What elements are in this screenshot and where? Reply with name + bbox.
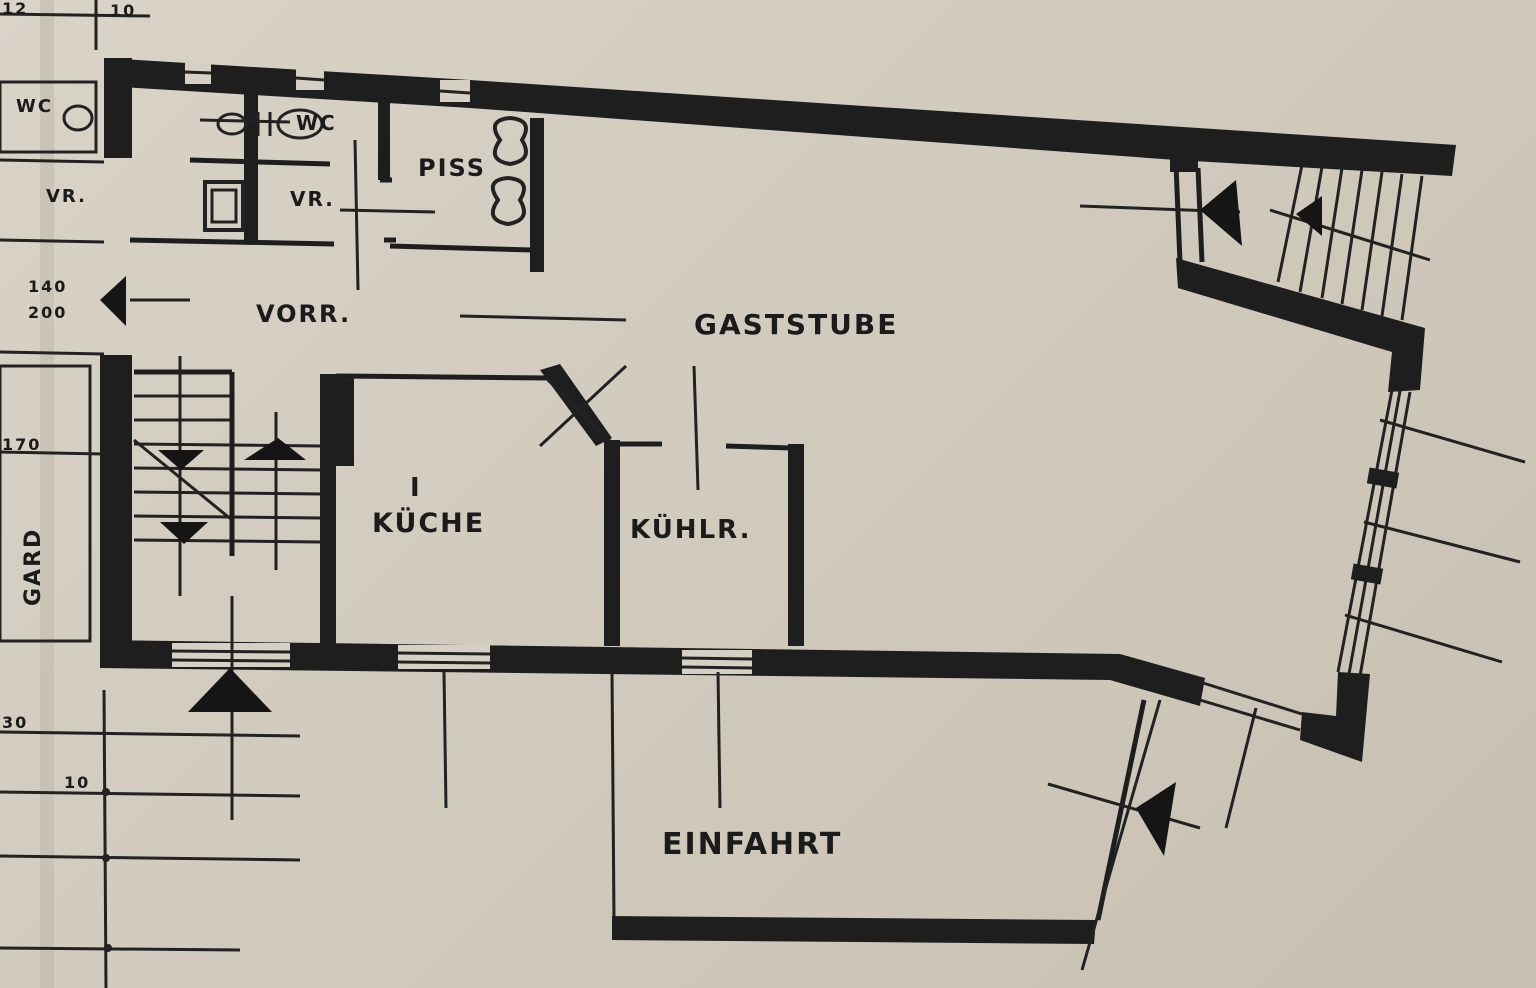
dimension-lines	[0, 0, 301, 988]
room-label-gard: GARD	[21, 528, 46, 606]
room-label-vr-left: VR.	[46, 186, 87, 207]
arrow-entrance-right	[1200, 180, 1242, 246]
room-label-gaststube: GASTSTUBE	[694, 308, 898, 341]
arrow-left-entry	[100, 276, 126, 326]
arrow-main-entrance	[188, 668, 272, 712]
wall-bottom	[100, 640, 1205, 706]
wall-wc-divider	[244, 92, 258, 242]
dim-bottom-b: 10	[64, 773, 90, 792]
room-label-wc-left: WC	[16, 96, 53, 117]
dim-bottom-a: 30	[2, 713, 28, 732]
wall-left-lower	[100, 355, 132, 665]
window-bottom-2	[398, 645, 490, 669]
stair-right	[1079, 164, 1431, 321]
wall-kitchen-diagonal	[540, 364, 612, 446]
stair-left	[0, 356, 321, 820]
kitchen-mark: I	[410, 473, 422, 503]
wall-stair-diagonal	[1176, 258, 1425, 392]
dim-top-b: 10	[110, 1, 136, 20]
dim-left-b: 200	[28, 303, 67, 322]
room-label-piss: PISS	[418, 154, 486, 182]
mullion-1	[1366, 467, 1400, 489]
wall-piss-right	[530, 118, 544, 272]
wall-left-upper	[104, 58, 132, 158]
room-label-wc-right: WC	[296, 111, 337, 135]
sink-icon	[203, 180, 245, 232]
room-label-kueche: KÜCHE	[372, 506, 485, 539]
wall-piss-left	[378, 100, 390, 180]
wall-kuehl-right	[788, 444, 804, 646]
paper-fold	[40, 0, 54, 988]
dim-left-c: 170	[2, 435, 41, 454]
room-label-einfahrt: EINFAHRT	[662, 827, 842, 862]
room-label-kuehlr: KÜHLR.	[630, 512, 752, 545]
room-label-vorr: VORR.	[256, 300, 351, 328]
neighbor-wc	[0, 80, 98, 154]
window-bottom-3	[682, 650, 752, 674]
mullion-2	[1350, 563, 1384, 585]
wc-fixtures	[62, 104, 324, 140]
wall-right-lower	[1300, 672, 1370, 762]
arrow-entrance-einfahrt	[1136, 782, 1176, 856]
wall-einfahrt-bottom	[612, 916, 1096, 944]
urinal-icons	[490, 115, 528, 227]
dim-left-a: 140	[28, 277, 67, 296]
wall-kitchen-pillar	[332, 374, 354, 466]
wall-kitchen-right	[604, 440, 620, 646]
room-label-vr-top: VR.	[290, 187, 335, 211]
dim-top-a: 12	[2, 0, 28, 18]
